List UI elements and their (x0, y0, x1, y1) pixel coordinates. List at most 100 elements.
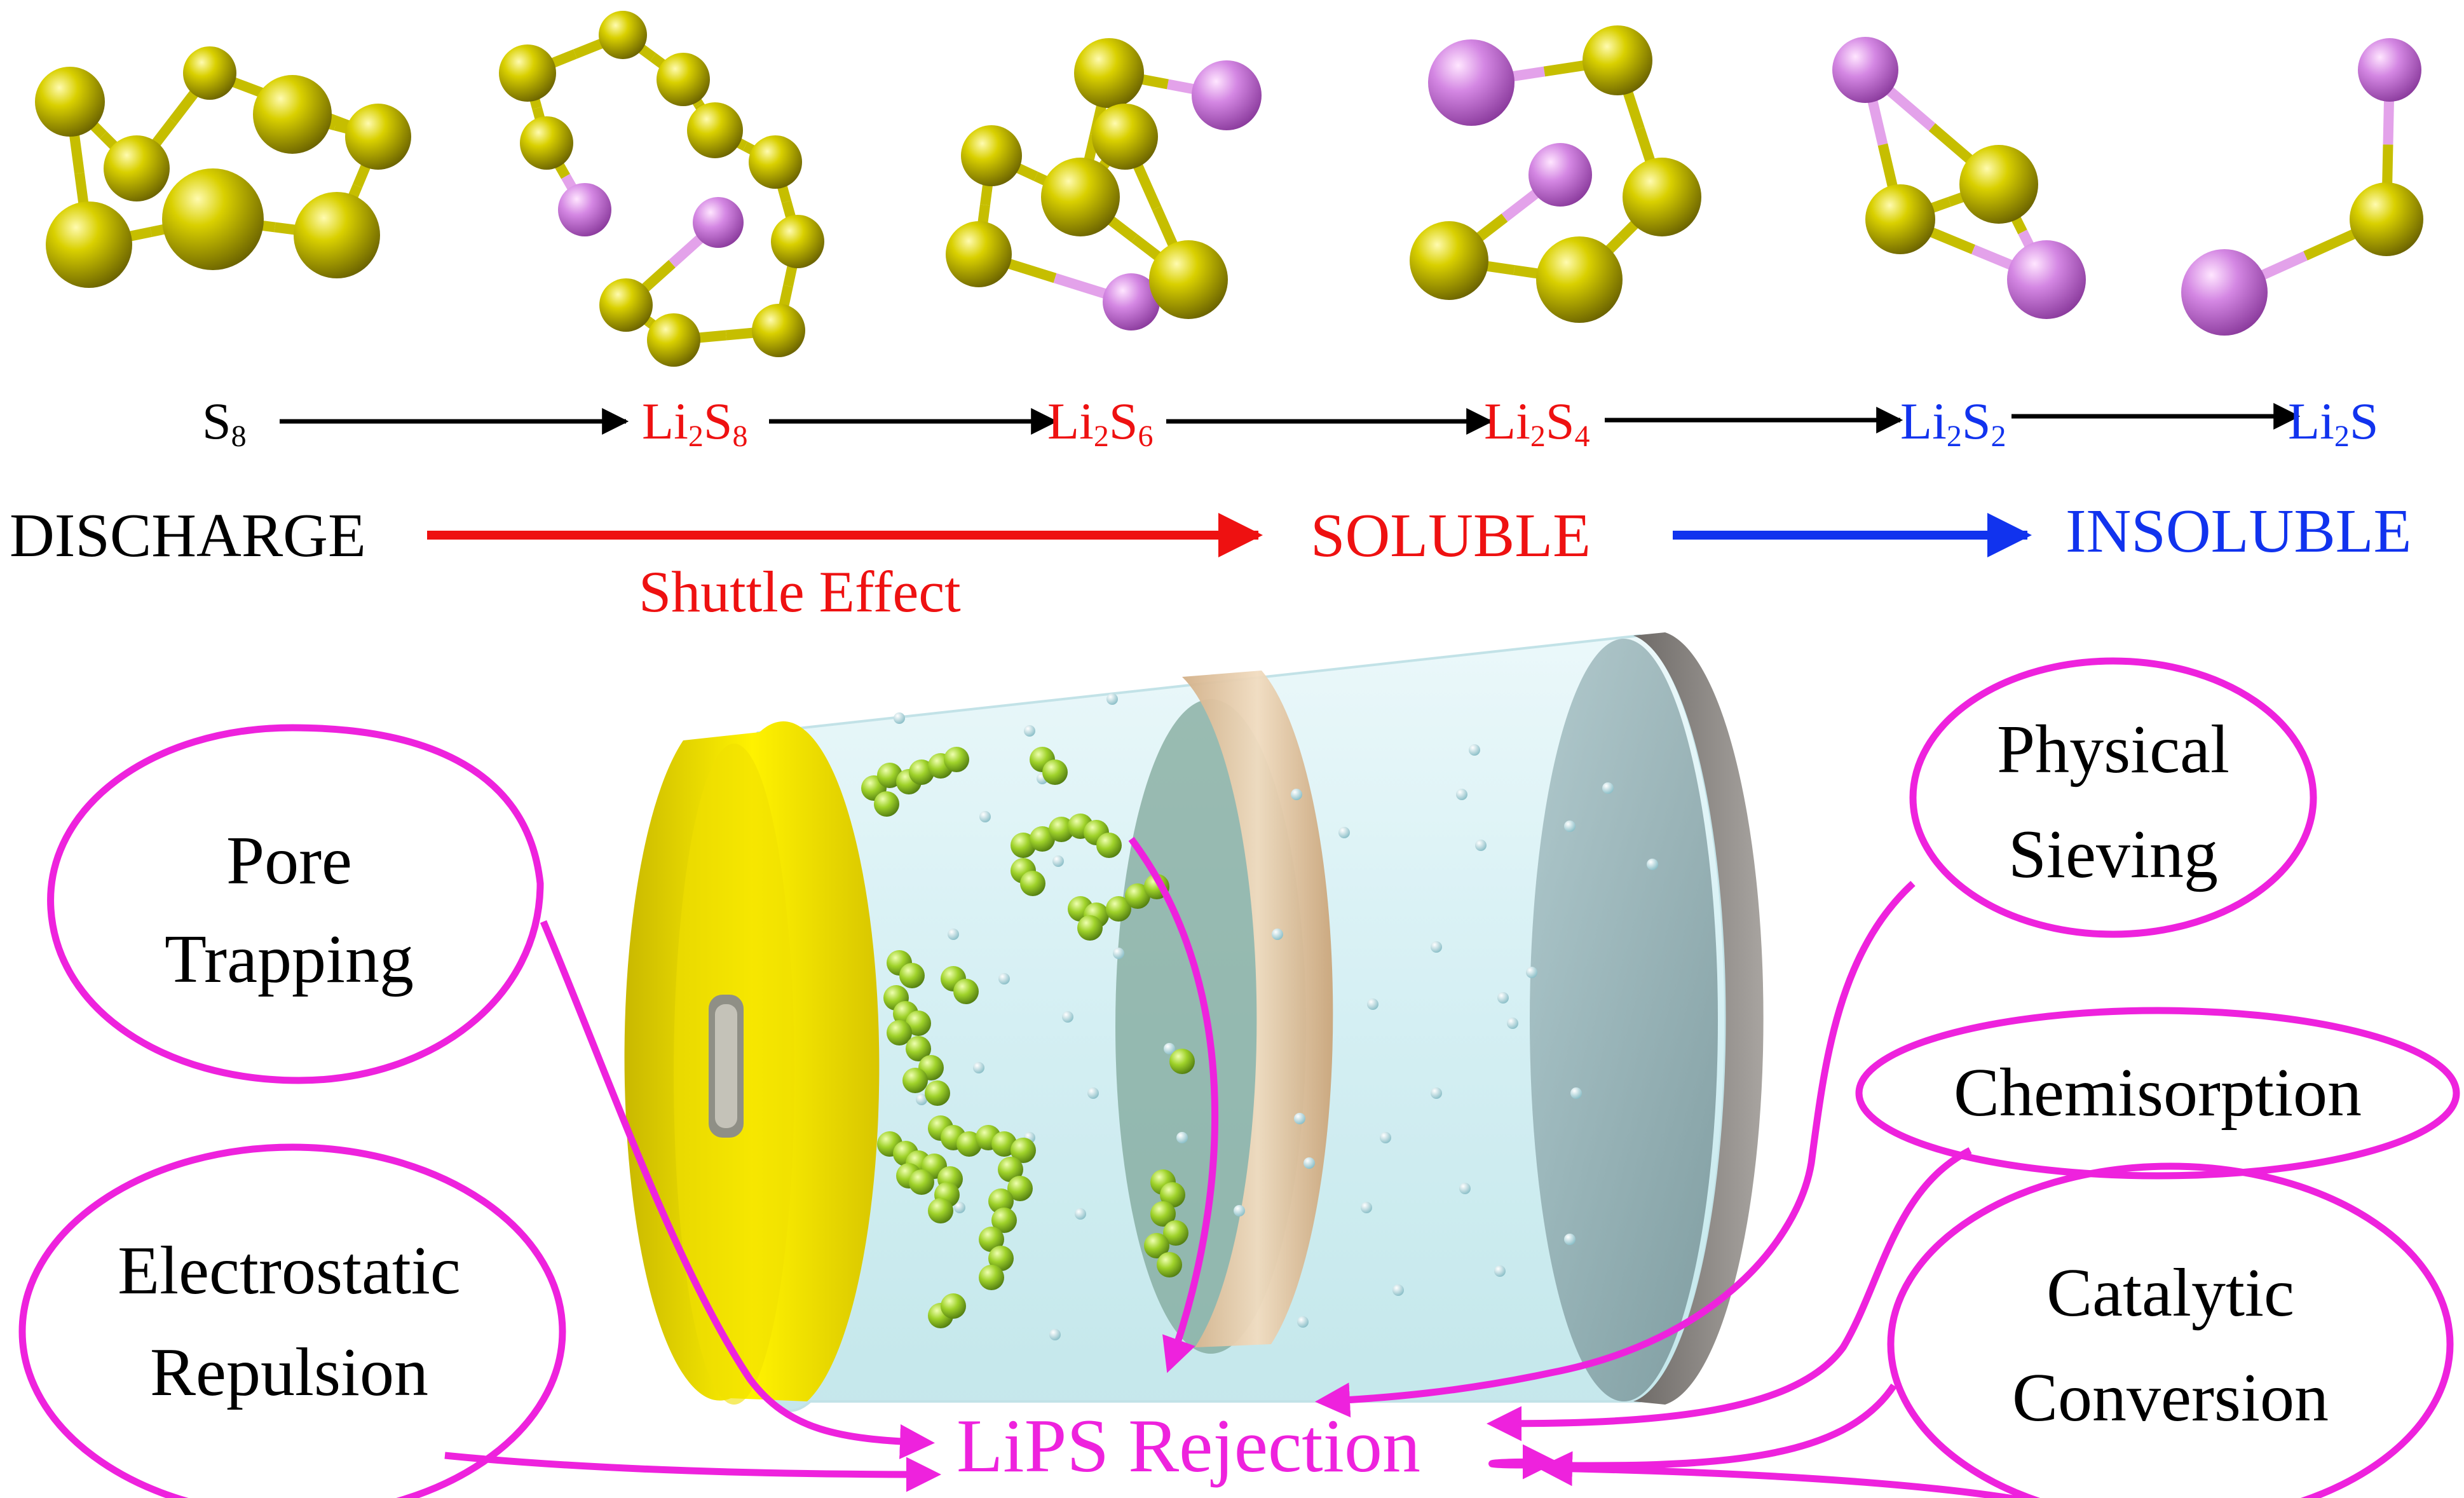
polysulfide-chain (1068, 874, 1169, 941)
polysulfide-chain (928, 1115, 1036, 1290)
polysulfide-bead (998, 1157, 1023, 1182)
reaction-pathway: S8 Li2S8 Li2S6 Li2S4 Li2S2 Li2S (202, 392, 2378, 453)
li-ion-dot (1234, 1205, 1245, 1216)
li-ion-dot (1526, 967, 1537, 978)
physical-sieving-line1: Physical (1997, 712, 2229, 787)
soluble-label: SOLUBLE (1310, 501, 1591, 570)
arrow-catalytic (1488, 1383, 1897, 1480)
li-ion-dot (1297, 1316, 1309, 1328)
li-ion-dot (1052, 855, 1064, 867)
polysulfide-chain (1011, 858, 1045, 896)
li-ion-dot (1062, 1011, 1073, 1023)
li-ion-dot (1570, 1087, 1582, 1099)
polysulfide-chain (877, 1131, 963, 1223)
polysulfide-chain (1011, 814, 1122, 858)
li-ion-dot (916, 1094, 927, 1105)
li-ion-dot (1024, 725, 1035, 737)
li-ion-dot (1049, 1329, 1061, 1340)
polysulfide-bead (988, 1188, 1014, 1214)
li-ion-dot (1075, 1208, 1086, 1220)
arrow-pore-trapping (540, 920, 935, 1459)
li-ion-dot (1459, 1183, 1471, 1194)
species-li2s: Li2S (2288, 392, 2378, 453)
molecule-s8 (35, 46, 411, 288)
li-ion-dot (1647, 859, 1658, 870)
polysulfide-bead (1011, 1138, 1036, 1163)
li-ion-dot (1361, 1202, 1372, 1213)
species-li2s6: Li2S6 (1047, 392, 1153, 453)
lithium-atom (2181, 249, 2268, 336)
arrow-electrostatic (444, 1452, 941, 1492)
polysulfide-bead (944, 747, 969, 772)
polysulfide-bead (1030, 826, 1055, 852)
molecule-li2s4 (1410, 25, 1701, 323)
chemisorption-line1: Chemisorption (1954, 1055, 2362, 1131)
lithium-atom (2358, 38, 2421, 102)
polysulfide-bead (1042, 759, 1068, 785)
polysulfide-bead (902, 1068, 928, 1093)
bubble-pore-trapping: Pore Trapping (47, 724, 544, 1084)
polysulfide-bead (1049, 817, 1074, 842)
polysulfide-bead (1150, 1201, 1176, 1227)
polysulfide-bead (979, 1227, 1004, 1252)
li-ion-dot (1602, 782, 1614, 794)
catalytic-line1: Catalytic (2046, 1255, 2294, 1331)
molecule-structures (35, 11, 2423, 367)
sulfur-atom (647, 313, 700, 367)
sulfur-atom (2350, 182, 2423, 256)
sulfur-atom (1583, 25, 1652, 95)
sulfur-atom (1149, 240, 1228, 319)
li-ion-dot (998, 973, 1010, 984)
cathode-disk (1530, 639, 1718, 1401)
molecule-li2s6 (946, 38, 1262, 330)
sulfur-atom (46, 201, 132, 288)
li-ion-dot (1564, 820, 1576, 832)
li-ion-dot (1564, 1234, 1576, 1245)
sulfur-atom (1959, 145, 2038, 224)
sulfur-atom (1092, 104, 1158, 170)
sulfur-atom (253, 75, 332, 154)
li-ion-dot (1113, 948, 1124, 959)
polysulfide-chain (1144, 1169, 1188, 1277)
sulfur-atom (520, 116, 573, 170)
polysulfide-bead (928, 1198, 953, 1223)
polysulfide-bead (1096, 833, 1122, 858)
polysulfide-bead (1125, 883, 1150, 909)
lithium-atom (558, 183, 611, 236)
li-ion-dot (1294, 1113, 1305, 1124)
sulfur-atom (162, 168, 264, 270)
polysulfide-bead (1020, 871, 1045, 896)
polysulfide-chain (928, 1293, 966, 1328)
separator-ring (1182, 671, 1333, 1347)
polysulfide-chain (1030, 747, 1068, 785)
polysulfide-bead (925, 1080, 950, 1106)
sulfur-atom (771, 215, 824, 268)
species-li2s4: Li2S4 (1484, 392, 1589, 453)
polysulfide-bead (1163, 1220, 1188, 1246)
polysulfide-bead (953, 979, 979, 1004)
sulfur-atom (657, 53, 710, 106)
bubble-catalytic-conversion: Catalytic Conversion (1887, 1162, 2454, 1498)
polysulfide-bead (899, 963, 925, 988)
sulfur-atom (1041, 158, 1120, 236)
arrow-interlayer (1128, 836, 1219, 1373)
lithium-atom (1103, 273, 1160, 330)
molecule-li2s2 (1832, 37, 2086, 319)
arrow-chemisorption (1487, 1147, 1972, 1441)
li-ion-dot (894, 712, 905, 724)
polysulfide-bead (991, 1208, 1017, 1233)
li-ion-dot (1456, 789, 1467, 800)
sulfur-atom (35, 67, 105, 137)
sulfur-atom (1410, 221, 1488, 300)
sulfur-atom (599, 278, 653, 332)
li-ion-dot (1291, 789, 1302, 800)
lithium-atom (693, 197, 744, 248)
polysulfide-bead (979, 1265, 1004, 1290)
catalytic-line2: Conversion (2012, 1360, 2329, 1436)
shuttle-effect-label: Shuttle Effect (639, 559, 961, 624)
polysulfide-chains (861, 747, 1195, 1328)
li-ion-dot (1106, 693, 1118, 705)
species-s8: S8 (202, 392, 247, 453)
polysulfide-bead (941, 1293, 966, 1319)
